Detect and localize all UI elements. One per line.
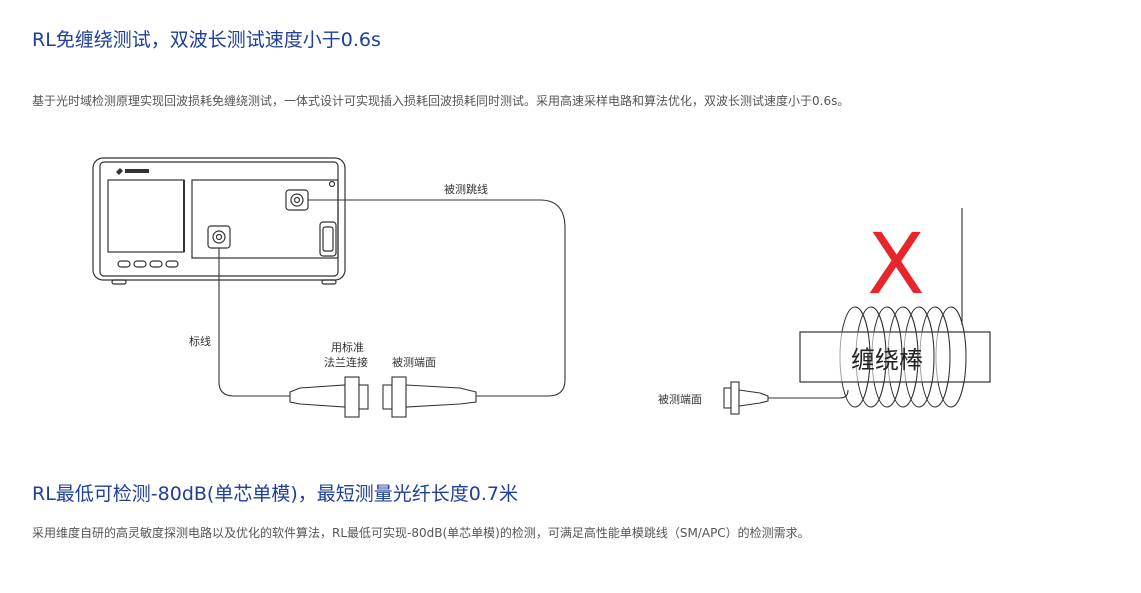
tested-patch-cord-line: [308, 199, 566, 397]
tested-connector: [382, 376, 477, 418]
section2-description: 采用维度自研的高灵敏度探测电路以及优化的软件算法，RL最低可实现-80dB(单芯…: [32, 526, 810, 540]
label-winding-rod: 缠绕棒: [851, 346, 923, 374]
cross-mark: X: [867, 215, 925, 313]
winding-rod: [799, 331, 991, 383]
label-tested-patch-cord: 被测跳线: [444, 182, 488, 196]
label-tested-end-face-left: 被测端面: [392, 356, 436, 369]
label-standard-flange-line1: 用标准: [331, 340, 364, 354]
reference-connector: [289, 376, 369, 418]
label-standard-flange-line2: 法兰连接: [324, 355, 368, 369]
instrument-device: [92, 157, 346, 285]
section2-title: RL最低可检测-80dB(单芯单模)，最短测量光纤长度0.7米: [32, 483, 518, 505]
section1-description: 基于光时域检测原理实现回波损耗免缠绕测试，一体式设计可实现插入损耗回波损耗同时测…: [32, 94, 850, 108]
winding-rod-diagram: [723, 208, 991, 415]
reference-cord-line: [218, 248, 290, 397]
section1-title: RL免缠绕测试，双波长测试速度小于0.6s: [32, 29, 381, 51]
label-tested-end-face-right: 被测端面: [658, 393, 702, 406]
label-reference-cord: 标线: [189, 334, 211, 348]
brand-logo-icon: [116, 168, 149, 175]
